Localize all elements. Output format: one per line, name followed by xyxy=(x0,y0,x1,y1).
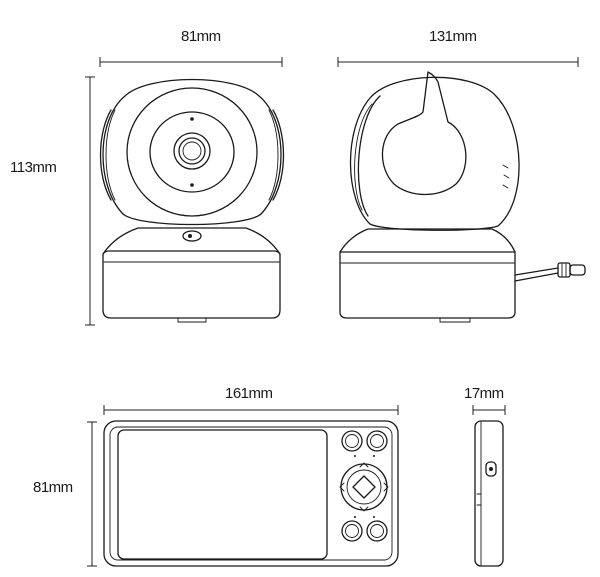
dimension-line-monitor-height xyxy=(87,421,97,567)
label-camera-width: 81mm xyxy=(181,28,221,45)
dimension-line-monitor-width xyxy=(103,405,399,415)
dimension-line-camera-height xyxy=(85,76,95,326)
camera-front-view xyxy=(99,78,285,323)
dimension-line-camera-depth xyxy=(337,57,579,67)
monitor-side-view xyxy=(474,420,504,567)
label-camera-height: 113mm xyxy=(10,159,57,176)
monitor-front-view xyxy=(103,420,399,567)
label-camera-depth: 131mm xyxy=(429,28,477,45)
dimension-line-camera-width xyxy=(99,57,283,67)
label-monitor-width: 161mm xyxy=(225,385,273,402)
label-monitor-thickness: 17mm xyxy=(464,385,504,402)
label-monitor-height: 81mm xyxy=(33,479,73,496)
camera-side-view xyxy=(339,71,586,323)
dimension-line-monitor-thickness xyxy=(472,405,506,415)
